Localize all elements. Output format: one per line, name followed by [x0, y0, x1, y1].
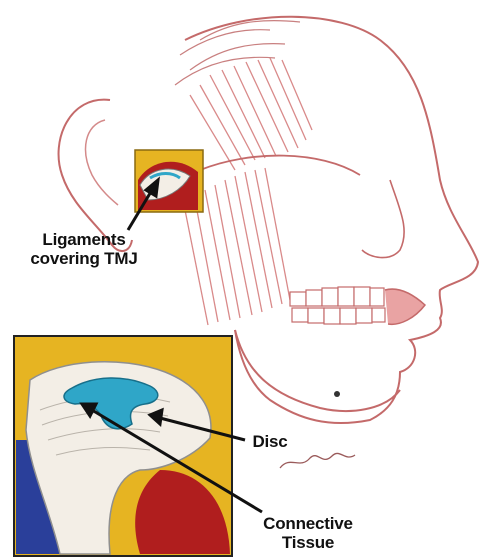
ear-outline	[59, 100, 132, 251]
connective-label-line2: Tissue	[258, 533, 358, 552]
ligaments-label: Ligaments covering TMJ	[20, 230, 148, 268]
connective-tissue-label: Connective Tissue	[258, 514, 358, 552]
ligaments-label-line2: covering TMJ	[20, 249, 148, 268]
tmj-large-inset	[14, 336, 232, 556]
ligaments-label-line1: Ligaments	[20, 230, 148, 249]
mental-foramen	[334, 391, 340, 397]
ear-inner-outline	[86, 120, 118, 205]
nose-line	[362, 180, 404, 258]
connective-label-line1: Connective	[258, 514, 358, 533]
jaw-bone	[235, 330, 400, 411]
disc-label: Disc	[248, 432, 292, 451]
lips	[385, 289, 425, 324]
muscle-fibers	[185, 58, 312, 325]
teeth	[290, 287, 385, 324]
artist-signature	[280, 453, 355, 468]
hair-strokes	[175, 21, 300, 85]
cheekbone-line	[200, 156, 360, 175]
